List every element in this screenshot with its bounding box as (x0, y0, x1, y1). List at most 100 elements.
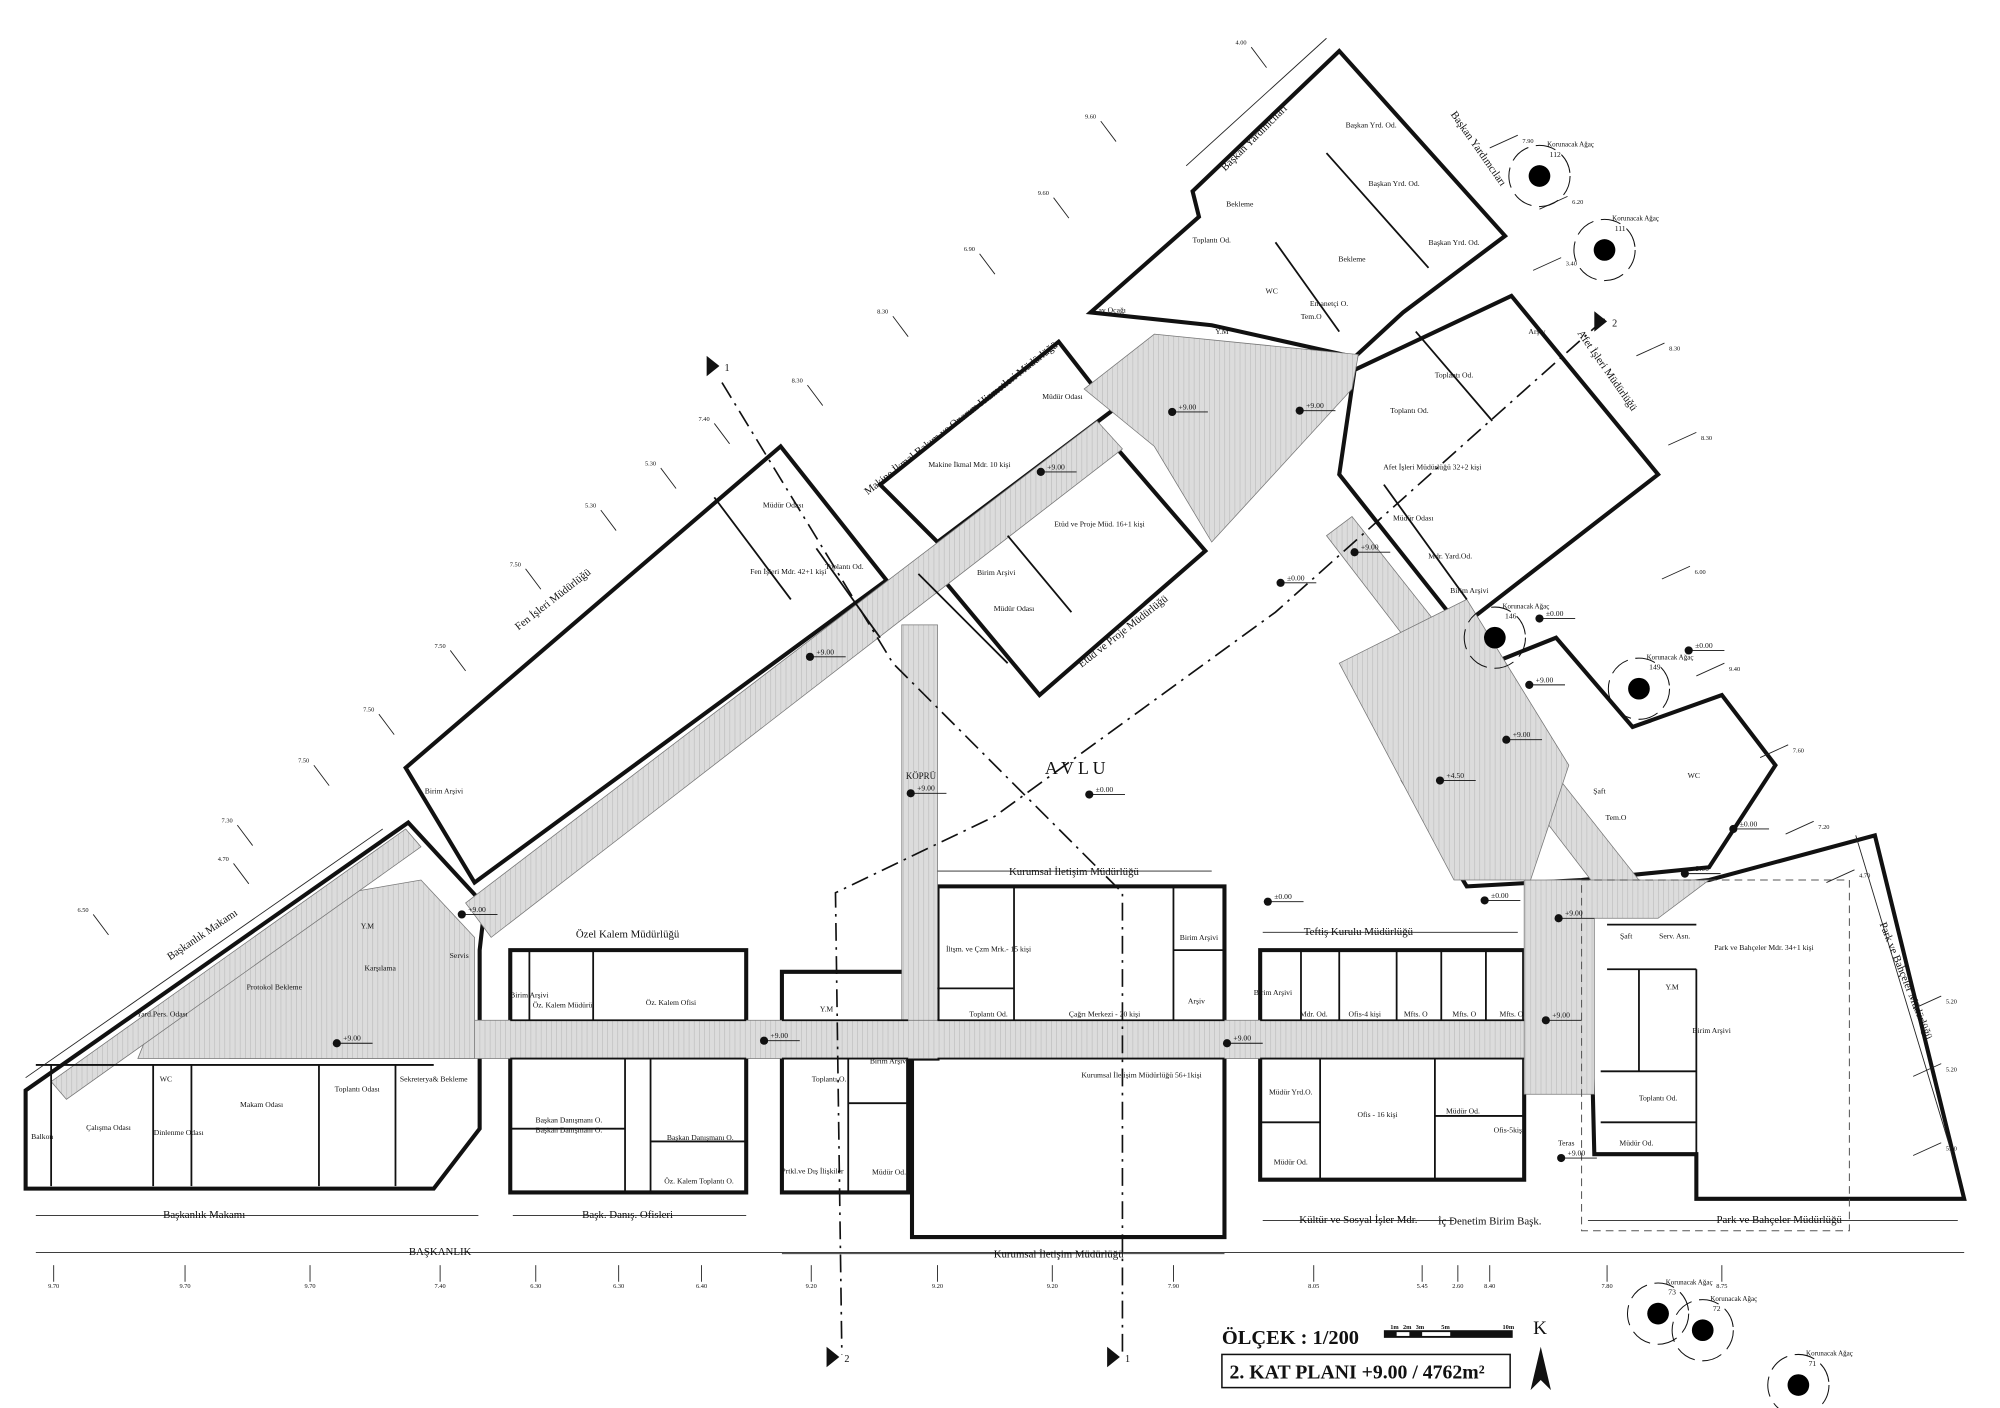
dimension-tick (600, 509, 617, 531)
section-number: 1 (1125, 1354, 1130, 1365)
partition-wall (713, 496, 792, 600)
section-marker: 2 (1594, 311, 1617, 332)
elevation-marker: +9.00 (805, 647, 846, 661)
boundary-dashed-line (1581, 879, 1850, 1232)
north-label: K (1533, 1318, 1547, 1339)
room-label: Birim Arşivi (870, 1057, 908, 1066)
elevation-marker: +9.00 (1525, 675, 1565, 689)
elevation-marker: +9.00 (1222, 1034, 1263, 1048)
room-label: Toplantı Od. (1435, 371, 1474, 380)
dimension-value: 7.40 (699, 416, 710, 423)
section-number: 1 (725, 363, 730, 374)
dimension-value: 8.30 (792, 378, 803, 385)
room-label: Toplantı O. (812, 1075, 847, 1084)
room-label: Birim Arşivi (1692, 1026, 1730, 1035)
dimension-value: 7.40 (435, 1283, 446, 1290)
tree-label: Korunacak Ağaç (1502, 602, 1549, 610)
scale-label: ÖLÇEK : 1/200 (1222, 1326, 1359, 1349)
dimension-value: 7.90 (1522, 138, 1533, 145)
room-label: Birim Arşivi (1450, 586, 1488, 595)
north-arrow-icon (1530, 1346, 1551, 1391)
department-label: Kurumsal İletişim Müdürlüğü (994, 1249, 1125, 1261)
elevation-label: ±0.00 (1491, 891, 1509, 900)
dimension-value: 8.30 (1669, 346, 1680, 353)
tree-trunk-icon (1691, 1319, 1714, 1342)
tree-canopy-icon (1626, 1282, 1690, 1345)
room-label: Mfts. O (1404, 1009, 1428, 1018)
tree-id: 146 (1505, 612, 1517, 621)
department-label: Kültür ve Sosyal İşler Mdr. (1299, 1214, 1417, 1226)
elevation-label: +9.00 (1536, 675, 1554, 684)
dimension-value: 6.90 (964, 246, 975, 253)
tree-canopy-icon (1767, 1353, 1830, 1408)
room-label: Kurumsal İletişim Müdürlüğü 56+1kişi (1081, 1071, 1201, 1080)
dimension-value: 9.20 (1047, 1283, 1058, 1290)
dimension-value: 8.30 (877, 309, 888, 316)
room-label: Toplantı Od. (969, 1009, 1008, 1018)
elevation-label: +9.00 (1047, 462, 1065, 471)
scale-bar-label: 3m (1416, 1324, 1425, 1331)
section-arrow-icon (706, 355, 720, 377)
room-label: Afet İşleri Müdürlüğü 32+2 kişi (1383, 462, 1481, 471)
dimension-value: 8.40 (1484, 1283, 1495, 1290)
dimension-tick (1912, 1063, 1942, 1077)
fen-isleri-wing (403, 443, 890, 886)
dimension-tick (92, 914, 109, 936)
room-label: Makam Odası (240, 1100, 283, 1109)
dimension-tick (1826, 869, 1855, 883)
dimension-tick (713, 423, 730, 445)
dimension-value: 5.45 (1417, 1283, 1428, 1290)
dimension-tick (1912, 995, 1942, 1010)
dimension-value: 7.50 (298, 758, 309, 765)
elevation-marker: +9.00 (457, 905, 498, 919)
dimension-tick (892, 316, 909, 337)
elevation-label: +9.00 (1513, 730, 1531, 739)
central-hub (1083, 333, 1359, 543)
elevation-marker: +9.00 (1502, 730, 1543, 744)
dimension-tick (807, 384, 824, 406)
afet-isleri-block (1337, 293, 1661, 631)
elevation-label: +9.00 (1233, 1034, 1251, 1043)
dimension-value: 7.30 (222, 818, 233, 825)
department-label: Teftiş Kurulu Müdürlüğü (1304, 926, 1414, 938)
dimension-tick (378, 713, 395, 735)
elevation-marker: ±0.00 (1729, 819, 1770, 834)
dimension-value: 5.20 (1946, 1145, 1957, 1152)
tree-label: Korunacak Ağaç (1547, 141, 1594, 149)
dimension-value: 9.60 (1038, 190, 1049, 197)
dimension-value: 7.80 (1602, 1283, 1613, 1290)
room-label: Ofis-5kişi (1494, 1126, 1525, 1135)
dimension-tick (313, 764, 330, 786)
elevation-label: ±0.00 (1096, 785, 1114, 794)
room-label: Başkan Danışmanı O. (535, 1115, 602, 1124)
department-label: Başkanlık Makamı (163, 1209, 245, 1221)
room-label: Dinlenme Odası (154, 1128, 204, 1137)
dimension-tick (1100, 120, 1117, 142)
baskan-yardimcilari-block (1085, 48, 1509, 360)
kurumsal-iletisim-block (909, 884, 1227, 1240)
dimension-value: 2.60 (1452, 1283, 1463, 1290)
dimension-value: 8.30 (1701, 435, 1712, 442)
room-label: Başkan Danışmanı O. (535, 1126, 602, 1135)
section-marker: 1 (1107, 1346, 1130, 1368)
scale-bar-label: 1m (1390, 1324, 1399, 1331)
dimension-value: 7.20 (1818, 824, 1829, 831)
tree-trunk-icon (1593, 239, 1616, 261)
park-bahceler-block (1585, 832, 1967, 1201)
tree-canopy-icon (1463, 606, 1526, 669)
dimension-value: 4.70 (218, 856, 229, 863)
room-label: Müdür Od. (1274, 1157, 1308, 1166)
tree-id: 73 (1668, 1287, 1676, 1296)
elevation-marker: ±0.00 (1480, 891, 1521, 905)
dimension-tick (1489, 134, 1518, 149)
elevation-label: +9.00 (917, 784, 935, 793)
dimension-tick (1912, 1142, 1942, 1156)
elevation-label: ±0.00 (1274, 892, 1292, 901)
section-line-2 (834, 318, 1606, 1355)
room-label: Birim Arşivi (1254, 988, 1292, 997)
kopru-bridge (901, 624, 938, 1021)
room-label: Mfts. O (1452, 1009, 1476, 1018)
dimension-value: 9.20 (806, 1283, 817, 1290)
